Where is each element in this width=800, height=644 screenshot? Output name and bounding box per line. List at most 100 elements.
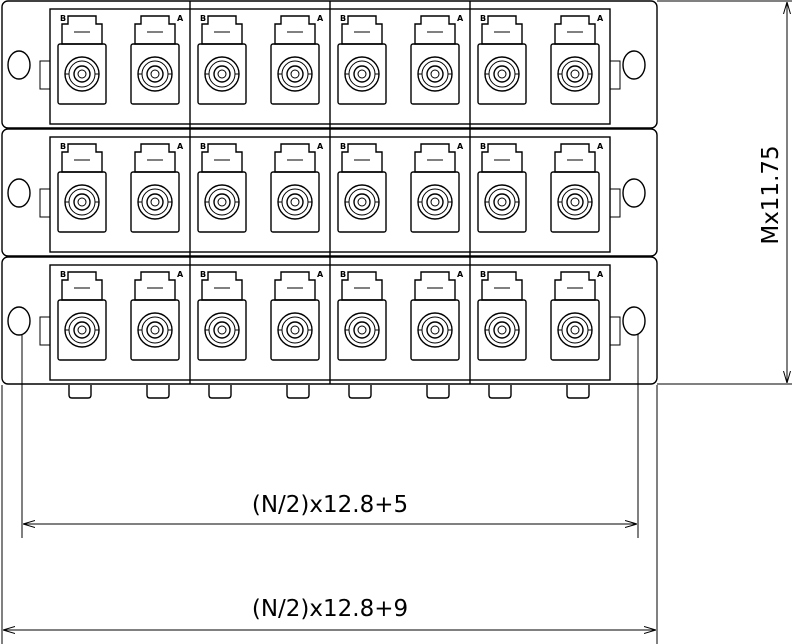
ferrule-middle-ring [348, 60, 376, 88]
ferrule-inner-ring [146, 321, 164, 339]
ferrule-core [150, 325, 160, 335]
ferrule-middle-ring [561, 188, 589, 216]
rear-pin [566, 385, 590, 399]
ferrule-inner-ring [426, 321, 444, 339]
port-body [130, 171, 180, 233]
ferrule-core [570, 69, 580, 79]
ferrule-inner-ring [353, 321, 371, 339]
port-latch [274, 271, 316, 301]
ferrule-outer-ring [204, 56, 240, 92]
port-latch [134, 15, 176, 45]
ferrule-middle-ring [141, 188, 169, 216]
ferrule-inner-ring [353, 65, 371, 83]
mounting-hole-left [7, 50, 31, 80]
port-body [197, 43, 247, 105]
port-latch [274, 143, 316, 173]
ferrule-outer-ring [557, 56, 593, 92]
port-label: A [597, 142, 604, 151]
ferrule-outer-ring [204, 312, 240, 348]
port-body [337, 299, 387, 361]
ferrule-inner-ring [213, 193, 231, 211]
port-label: B [480, 14, 486, 23]
ferrule-middle-ring [208, 188, 236, 216]
port-latch [201, 15, 243, 45]
ferrule-middle-ring [561, 60, 589, 88]
port-latch [61, 143, 103, 173]
ferrule-outer-ring [484, 312, 520, 348]
port-label: B [200, 14, 206, 23]
ferrule-middle-ring [68, 60, 96, 88]
ferrule-inner-ring [146, 65, 164, 83]
mounting-hole-left [7, 178, 31, 208]
ferrule-outer-ring [277, 184, 313, 220]
ferrule-inner-ring [566, 321, 584, 339]
ferrule-inner-ring [286, 321, 304, 339]
ferrule-inner-ring [73, 65, 91, 83]
port-label: A [457, 14, 464, 23]
ferrule-outer-ring [64, 56, 100, 92]
port-body [550, 171, 600, 233]
ferrule-outer-ring [484, 56, 520, 92]
port-body [550, 43, 600, 105]
ferrule-inner-ring [73, 321, 91, 339]
port-label: B [340, 142, 346, 151]
port-label: B [60, 270, 66, 279]
port-latch [414, 143, 456, 173]
port-label: B [60, 14, 66, 23]
ferrule-outer-ring [344, 312, 380, 348]
port-body [270, 43, 320, 105]
ferrule-outer-ring [277, 312, 313, 348]
rear-pins [68, 385, 590, 399]
ferrule-outer-ring [64, 312, 100, 348]
ferrule-outer-ring [417, 184, 453, 220]
ferrule-middle-ring [141, 60, 169, 88]
port-body [410, 299, 460, 361]
ferrule-inner-ring [213, 65, 231, 83]
ferrule-core [357, 69, 367, 79]
port-body [550, 299, 600, 361]
ferrule-inner-ring [493, 193, 511, 211]
ferrule-outer-ring [137, 312, 173, 348]
ferrule-core [150, 197, 160, 207]
rear-pin [426, 385, 450, 399]
rear-pin [68, 385, 92, 399]
side-tab-right [609, 316, 621, 346]
ferrule-middle-ring [348, 188, 376, 216]
port-latch [481, 143, 523, 173]
port-label: B [200, 270, 206, 279]
ferrule-middle-ring [281, 316, 309, 344]
ferrule-outer-ring [204, 184, 240, 220]
rear-pin [146, 385, 170, 399]
ferrule-outer-ring [137, 184, 173, 220]
port-label: A [317, 270, 324, 279]
port-body [477, 299, 527, 361]
mounting-hole-right [622, 178, 646, 208]
port-latch [481, 15, 523, 45]
port-body [270, 171, 320, 233]
ferrule-middle-ring [281, 60, 309, 88]
ferrule-middle-ring [141, 316, 169, 344]
port-body [57, 43, 107, 105]
side-tab-left [39, 188, 51, 218]
ferrule-middle-ring [421, 60, 449, 88]
port-label: A [317, 142, 324, 151]
ferrule-outer-ring [137, 56, 173, 92]
port-body [197, 299, 247, 361]
rear-pin [348, 385, 372, 399]
ferrule-core [217, 325, 227, 335]
port-body [130, 299, 180, 361]
ferrule-outer-ring [484, 184, 520, 220]
ferrule-core [357, 197, 367, 207]
port-body [57, 171, 107, 233]
port-body [57, 299, 107, 361]
ferrule-middle-ring [281, 188, 309, 216]
ferrule-core [497, 69, 507, 79]
side-tab-right [609, 188, 621, 218]
ferrule-inner-ring [493, 65, 511, 83]
ferrule-inner-ring [566, 193, 584, 211]
port-latch [201, 271, 243, 301]
